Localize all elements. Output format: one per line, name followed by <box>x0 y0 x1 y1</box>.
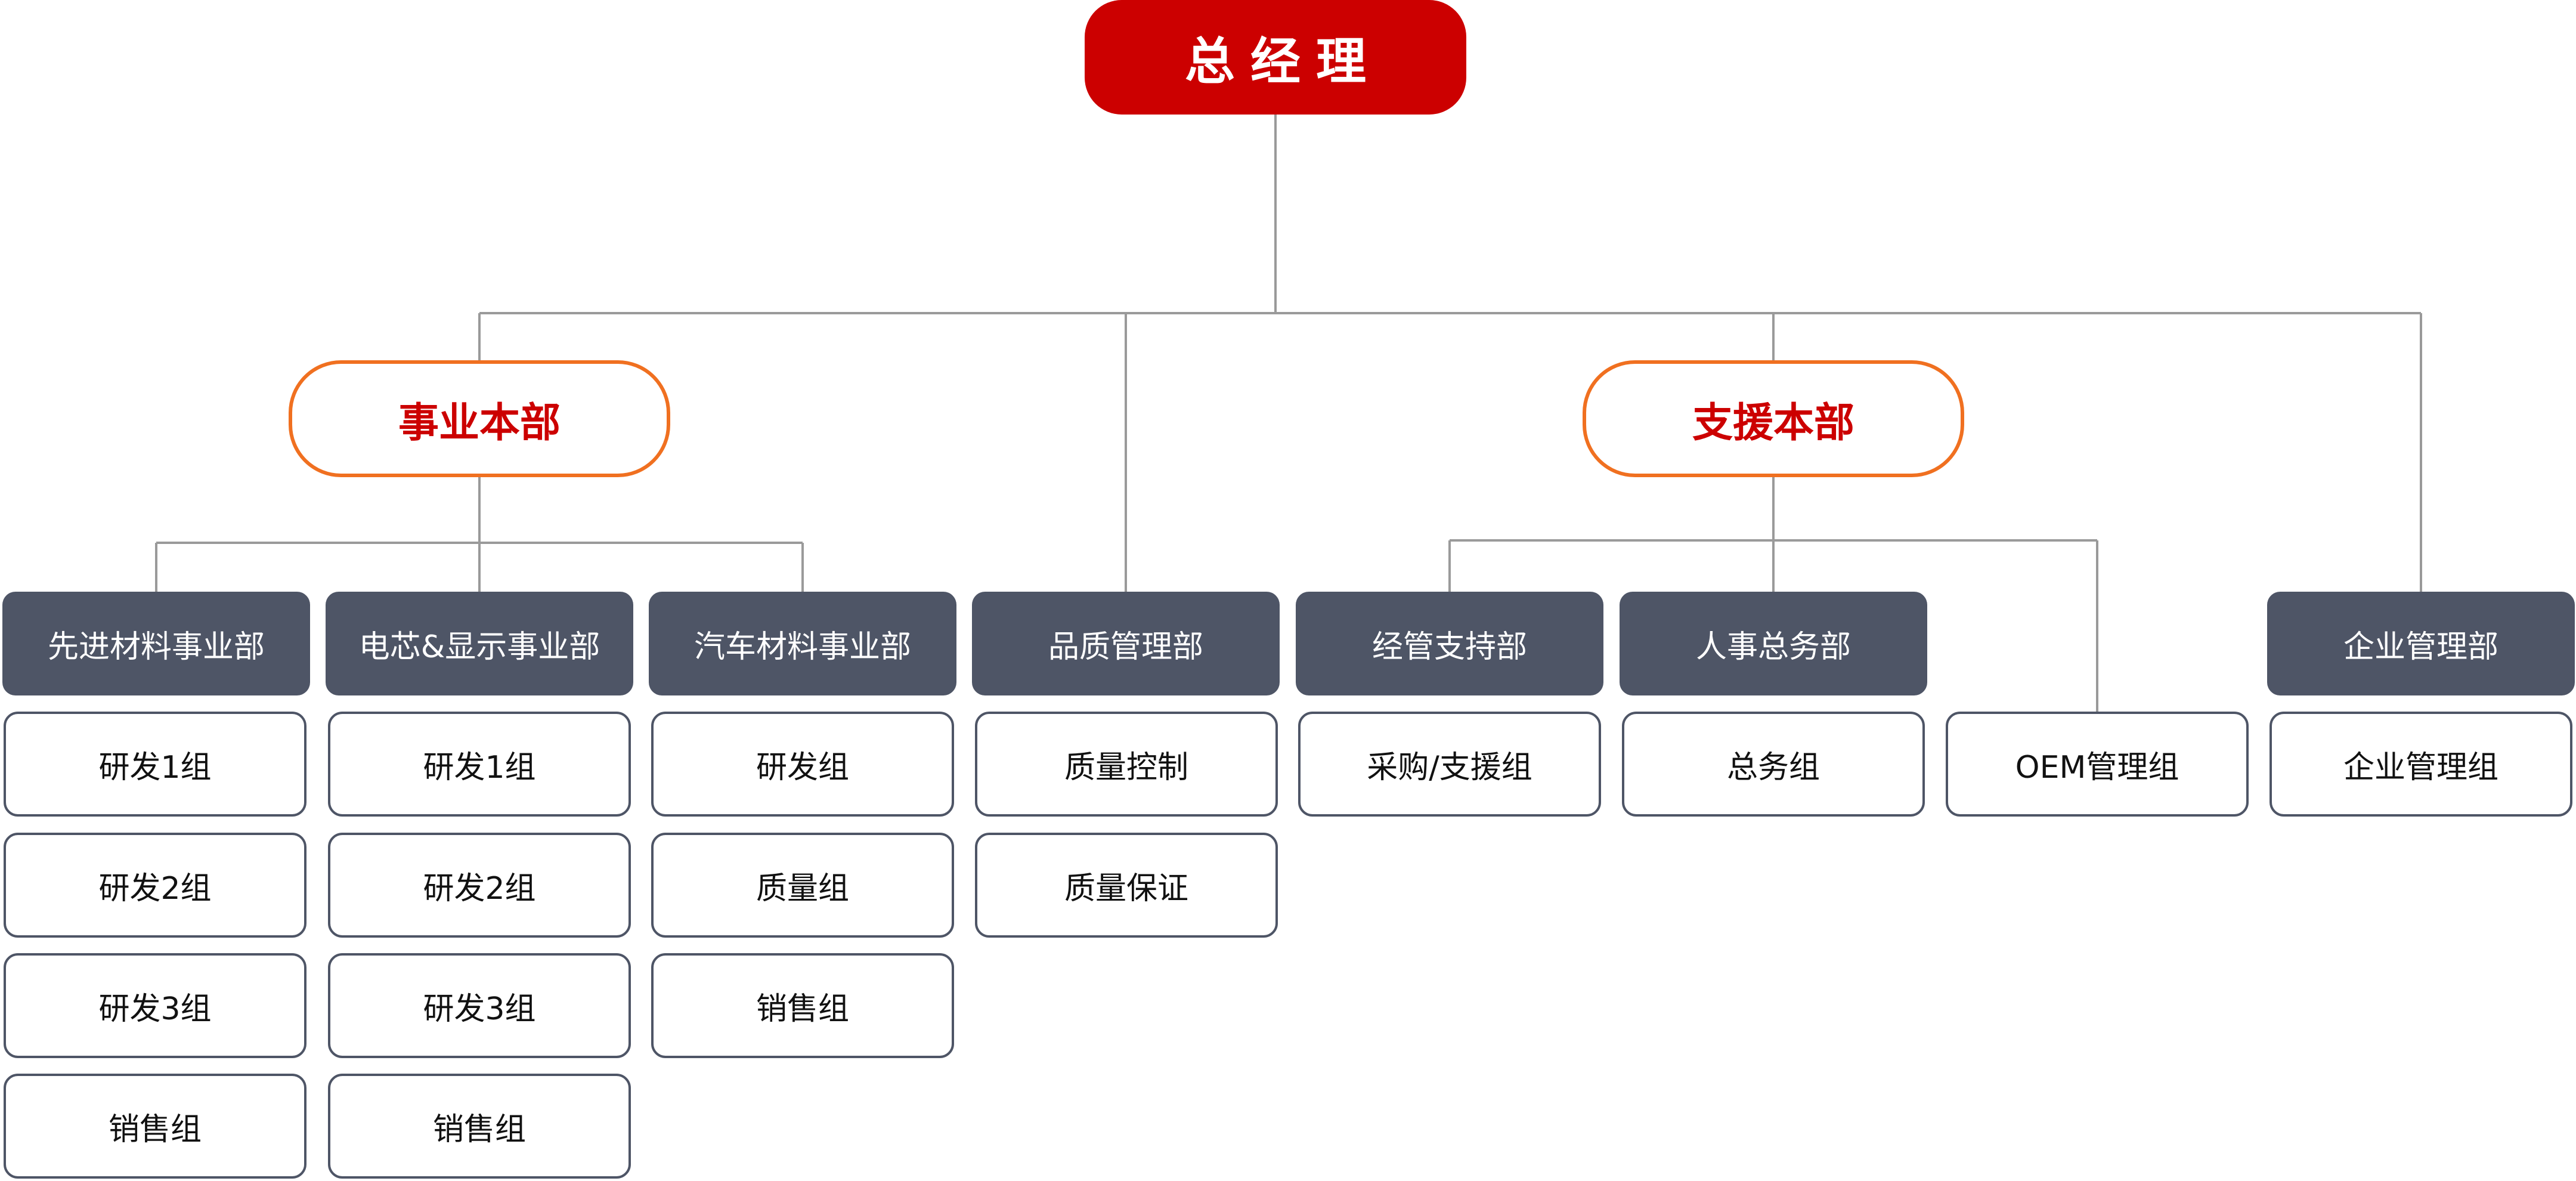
group-box-oem: OEM管理组 <box>1946 712 2249 817</box>
group-box: 质量组 <box>651 833 954 938</box>
group-box: 研发1组 <box>4 712 306 817</box>
group-box: 研发2组 <box>4 833 306 938</box>
department-enterprise-management: 企业管理部 <box>2267 592 2575 695</box>
group-box: 质量保证 <box>975 833 1278 938</box>
group-box: 研发3组 <box>4 953 306 1058</box>
department-quality-management: 品质管理部 <box>972 592 1280 695</box>
division-support: 支援本部 <box>1583 360 1964 477</box>
group-box: 销售组 <box>651 953 954 1058</box>
department-hr-admin: 人事总务部 <box>1620 592 1927 695</box>
group-box: 总务组 <box>1622 712 1925 817</box>
department-advanced-materials: 先进材料事业部 <box>2 592 310 695</box>
group-box: 企业管理组 <box>2270 712 2572 817</box>
department-cell-display: 电芯&显示事业部 <box>326 592 633 695</box>
group-box: 研发2组 <box>328 833 631 938</box>
group-box: 销售组 <box>328 1074 631 1179</box>
group-box: 研发1组 <box>328 712 631 817</box>
group-box: 研发3组 <box>328 953 631 1058</box>
division-business: 事业本部 <box>289 360 670 477</box>
department-auto-materials: 汽车材料事业部 <box>649 592 956 695</box>
department-management-support: 经管支持部 <box>1296 592 1603 695</box>
group-box: 研发组 <box>651 712 954 817</box>
group-box: 质量控制 <box>975 712 1278 817</box>
root-node-general-manager: 总经理 <box>1085 0 1466 115</box>
group-box: 销售组 <box>4 1074 306 1179</box>
group-box: 采购/支援组 <box>1298 712 1601 817</box>
